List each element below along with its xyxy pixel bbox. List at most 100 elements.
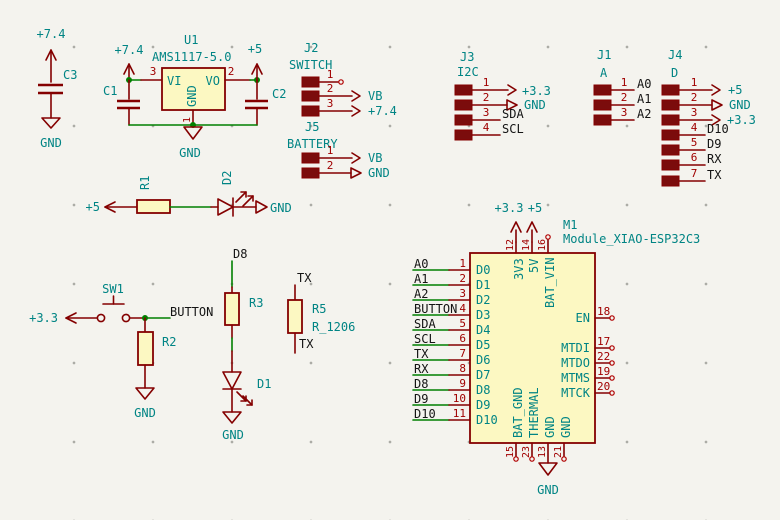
power-label: +7.4 xyxy=(37,27,66,41)
led-ray xyxy=(235,191,247,203)
pin-number: 3 xyxy=(691,106,698,119)
connector-j2[interactable]: J2 SWITCH 1 VB 2 +7.4 3 xyxy=(289,41,397,118)
connector-pad xyxy=(661,84,680,96)
gnd-label: GND xyxy=(179,146,201,160)
net-label: D10 xyxy=(414,407,436,421)
ref-label: C1 xyxy=(103,84,117,98)
pin-number: 6 xyxy=(691,151,698,164)
resistor-body xyxy=(287,299,303,334)
resistor-body xyxy=(224,292,240,326)
pin-number: 21 xyxy=(553,446,564,458)
pin-number: 5 xyxy=(459,317,466,330)
led-r1-d2[interactable]: +5 R1 D2 GND xyxy=(86,171,292,217)
pin-number: 9 xyxy=(459,377,466,390)
net-label: A0 xyxy=(637,77,651,91)
net-label: A2 xyxy=(637,107,651,121)
pin-number: 13 xyxy=(537,446,548,458)
pin-number: 2 xyxy=(621,91,628,104)
led-ray-head xyxy=(247,195,254,202)
ref-label: U1 xyxy=(184,33,198,47)
net-label: BUTTON xyxy=(170,305,213,319)
connector-pad xyxy=(661,159,680,171)
pin-number: 22 xyxy=(597,350,610,363)
power-label: +3.3 xyxy=(522,84,551,98)
pin-number: 23 xyxy=(521,446,532,458)
pin-name: D10 xyxy=(476,413,498,427)
pin-number: 2 xyxy=(327,82,334,95)
power-label: +3.3 xyxy=(727,113,756,127)
pin-number: 11 xyxy=(453,407,466,420)
net-label: BUTTON xyxy=(414,302,457,316)
regulator-body xyxy=(161,67,226,111)
led-r3-d1[interactable]: D8 R3 D1 GND xyxy=(222,247,271,442)
module-body xyxy=(469,252,596,444)
capacitor-c3[interactable]: +7.4 C3 GND xyxy=(37,27,78,150)
pin-number: 6 xyxy=(459,332,466,345)
led-ray-head xyxy=(240,191,247,198)
gnd-symbol-icon xyxy=(711,99,723,111)
pin-number: 1 xyxy=(327,144,334,157)
connector-j1[interactable]: J1 A A0 1 A1 2 A2 3 xyxy=(593,48,651,126)
pin-name: VO xyxy=(206,74,220,88)
gnd-symbol-icon xyxy=(255,200,268,214)
connector-pad xyxy=(661,129,680,141)
gnd-symbol-icon xyxy=(135,387,155,400)
pin-number: 18 xyxy=(597,305,610,318)
value-label: AMS1117-5.0 xyxy=(152,50,231,64)
net-label: A1 xyxy=(637,92,651,106)
connector-j5[interactable]: J5 BATTERY VB 1 GND 2 xyxy=(287,120,390,180)
regulator-u1[interactable]: +7.4 3 U1 AMS1117-5.0 VI VO GND 2 +5 C1 … xyxy=(103,33,286,160)
led-ray-head xyxy=(240,395,247,402)
connector-pad xyxy=(454,84,473,96)
pin-number: 4 xyxy=(483,121,490,134)
pin-number: 1 xyxy=(621,76,628,89)
pin-name: MTCK xyxy=(561,386,591,400)
module-top-pins: 12 +3.3 3V3 14 +5 5V 16 BAT_VIN xyxy=(495,201,557,308)
pin-name: GND xyxy=(185,85,199,107)
connector-j4[interactable]: J4 D +5 1 GND 2 +3.3 3 D10 4 D9 5 RX 6 T… xyxy=(661,48,756,187)
power-arrow-icon xyxy=(526,221,538,233)
pin-name: D5 xyxy=(476,338,490,352)
gnd-symbol-icon xyxy=(183,126,203,140)
net-label: A2 xyxy=(414,287,428,301)
gnd-label: GND xyxy=(222,428,244,442)
value-label: D xyxy=(671,66,678,80)
ref-label: C3 xyxy=(63,68,77,82)
connector-pad xyxy=(301,76,320,88)
module-m1[interactable]: M1 Module_XIAO-ESP32C3 A0 1 D0 A1 2 D1 A… xyxy=(412,201,700,497)
pin-number: 2 xyxy=(459,272,466,285)
unconnected-icon xyxy=(338,79,344,85)
ref-label: D2 xyxy=(220,171,234,185)
led-ray xyxy=(242,395,253,406)
net-label: D9 xyxy=(414,392,428,406)
pin-number: 15 xyxy=(505,446,516,458)
button-sw1[interactable]: +3.3 SW1 BUTTON R2 GND xyxy=(29,282,213,420)
module-right-pins: 18 EN 17 MTDI 22 MTDO 19 MTMS 20 MTCK xyxy=(561,305,615,400)
pin-name: D8 xyxy=(476,383,490,397)
pin-name: D9 xyxy=(476,398,490,412)
net-label: TX xyxy=(707,168,722,182)
gnd-symbol-icon xyxy=(538,462,558,476)
pin-name: VI xyxy=(167,74,181,88)
pin-number: 1 xyxy=(691,76,698,89)
ref-label: R3 xyxy=(249,296,263,310)
ref-label: R2 xyxy=(162,335,176,349)
ref-label: J5 xyxy=(305,120,319,134)
power-label: +5 xyxy=(86,200,100,214)
pin-name: D2 xyxy=(476,293,490,307)
connector-pad xyxy=(593,99,612,111)
resistor-body xyxy=(137,331,154,366)
connector-j3[interactable]: J3 I2C +3.3 1 GND 2 SDA 3 SCL 4 xyxy=(454,50,551,141)
net-label: RX xyxy=(414,362,429,376)
gnd-label: GND xyxy=(270,201,292,215)
unconnected-icon xyxy=(545,234,551,240)
resistor-r5[interactable]: TX R5 R_1206 TX xyxy=(287,271,355,354)
gnd-symbol-icon xyxy=(41,117,61,129)
gnd-label: GND xyxy=(729,98,751,112)
pin-name: THERMAL xyxy=(527,387,541,438)
net-label: TX xyxy=(297,271,312,285)
power-arrow-icon xyxy=(711,114,721,126)
connector-pad xyxy=(661,114,680,126)
